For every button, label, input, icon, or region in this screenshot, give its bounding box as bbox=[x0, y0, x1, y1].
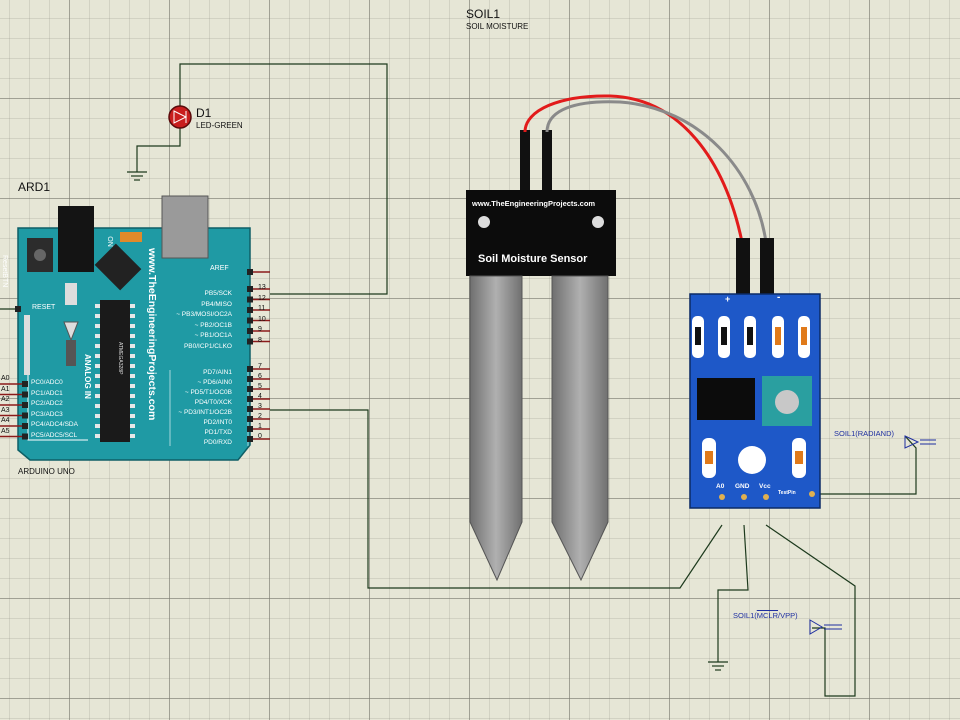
led-ref-label: D1 bbox=[196, 106, 212, 120]
digital-pin-label: PD4/T0/XCK bbox=[194, 399, 232, 406]
sensor-ref-label: SOIL1 bbox=[466, 7, 501, 21]
digital-pin-number: 0 bbox=[258, 433, 262, 440]
sensor-name-label: Soil Moisture Sensor bbox=[478, 253, 588, 265]
chip-text-label: ATMEGA328P bbox=[117, 342, 123, 375]
wire-vcc-net[interactable] bbox=[765, 524, 856, 697]
digital-pin-number: 3 bbox=[258, 403, 262, 410]
digital-pin-number: 4 bbox=[258, 393, 262, 400]
wire-testpin-net[interactable] bbox=[812, 435, 917, 495]
digital-pin-label: ~ PB2/OC1B bbox=[194, 321, 232, 329]
analog-pin-label: PC1/ADC1 bbox=[31, 389, 63, 397]
analog-pin-number: A2 bbox=[1, 396, 10, 403]
reset-pin-label: RESET bbox=[32, 304, 56, 311]
wire-gnd-ground[interactable] bbox=[717, 524, 749, 662]
sensor-value-label: SOIL MOISTURE bbox=[466, 22, 529, 31]
digital-pin-label: ~ PD6/AIN0 bbox=[197, 379, 232, 386]
digital-pin-number: 7 bbox=[258, 363, 262, 370]
sensor-website-label: www.TheEngineeringProjects.com bbox=[472, 199, 596, 208]
digital-pin-number: 8 bbox=[258, 336, 262, 344]
digital-pin-number: 12 bbox=[258, 294, 266, 302]
arduino-digital-header bbox=[247, 269, 270, 442]
module-testpin-label: TestPin bbox=[778, 490, 796, 496]
digital-pin-label: PB0/ICP1/CLKO bbox=[183, 342, 232, 350]
digital-pin-number: 9 bbox=[258, 326, 262, 333]
net-label-mclr: SOIL1(MCLR/VPP) bbox=[733, 611, 798, 620]
digital-pin-label: ~ PD3/INT1/OC2B bbox=[178, 409, 232, 416]
aref-label: AREF bbox=[210, 265, 229, 272]
ground-symbol-sensor bbox=[708, 661, 728, 671]
analog-pin-label: PC0/ADC0 bbox=[31, 379, 63, 386]
digital-pin-label: PD7/AIN1 bbox=[203, 369, 232, 376]
digital-pin-number: 6 bbox=[258, 373, 262, 380]
module-pin-a0: A0 bbox=[716, 483, 725, 490]
wire-pin12-led[interactable] bbox=[179, 63, 388, 295]
analog-pin-number: A0 bbox=[1, 375, 10, 382]
module-minus-label: - bbox=[777, 292, 781, 303]
module-pin-vcc: Vcc bbox=[759, 483, 771, 490]
analog-pin-number: A1 bbox=[1, 385, 10, 393]
digital-pin-label: ~ PB3/MOSI/OC2A bbox=[176, 311, 232, 318]
analog-pin-label: PC5/ADC5/SCL bbox=[31, 431, 78, 439]
digital-pin-number: 5 bbox=[258, 383, 262, 390]
digital-pin-number: 13 bbox=[258, 284, 266, 291]
led-d1[interactable] bbox=[168, 105, 192, 129]
analog-pin-number: A4 bbox=[1, 417, 10, 424]
arduino-ref-label: ARD1 bbox=[18, 180, 51, 194]
analog-pin-label: PC2/ADC2 bbox=[31, 400, 63, 407]
digital-pin-label: PD1/TXD bbox=[204, 429, 232, 436]
digital-pin-number: 11 bbox=[258, 305, 266, 312]
digital-pin-label: PB4/MISO bbox=[201, 300, 232, 308]
atmega-chip-pins bbox=[95, 304, 135, 438]
soil-sensor-probe[interactable] bbox=[466, 94, 768, 582]
digital-pin-label: PD0/RXD bbox=[203, 439, 232, 446]
digital-pin-label: ~ PD5/T1/OC0B bbox=[184, 389, 232, 396]
soil-sensor-module[interactable] bbox=[689, 238, 821, 509]
ground-symbol-led bbox=[127, 171, 147, 181]
reset-button-label: ResetBTN bbox=[1, 255, 8, 288]
digital-pin-label: PD2/INT0 bbox=[203, 419, 232, 426]
arduino-value-label: ARDUINO UNO bbox=[18, 467, 75, 476]
digital-pin-number: 10 bbox=[258, 315, 266, 323]
board-website-label: www.TheEngineeringProjects.com bbox=[146, 248, 158, 421]
digital-pin-number: 1 bbox=[258, 423, 262, 430]
analog-pin-label: PC4/ADC4/SDA bbox=[31, 421, 78, 428]
analog-pin-number: A5 bbox=[1, 427, 10, 435]
module-plus-label: + bbox=[725, 294, 731, 304]
digital-pin-number: 2 bbox=[258, 413, 262, 420]
led-value-label: LED-GREEN bbox=[196, 121, 243, 130]
digital-pin-label: PB5/SCK bbox=[204, 290, 232, 297]
net-flag-radiand[interactable] bbox=[904, 435, 936, 449]
arduino-analog-header bbox=[0, 306, 28, 440]
analog-pin-label: PC3/ADC3 bbox=[31, 410, 63, 418]
analog-pin-number: A3 bbox=[1, 406, 10, 414]
power-on-label: ON bbox=[105, 236, 113, 247]
wire-led-ground[interactable] bbox=[136, 128, 181, 172]
digital-pin-label: ~ PB1/OC1A bbox=[194, 332, 232, 339]
wire-pin3-a0[interactable] bbox=[270, 409, 723, 589]
analog-in-label: ANALOG IN bbox=[83, 354, 92, 399]
net-label-radiand: SOIL1(RADIAND) bbox=[834, 429, 895, 438]
module-pin-gnd: GND bbox=[735, 483, 750, 490]
net-flag-mclr[interactable] bbox=[809, 619, 842, 635]
